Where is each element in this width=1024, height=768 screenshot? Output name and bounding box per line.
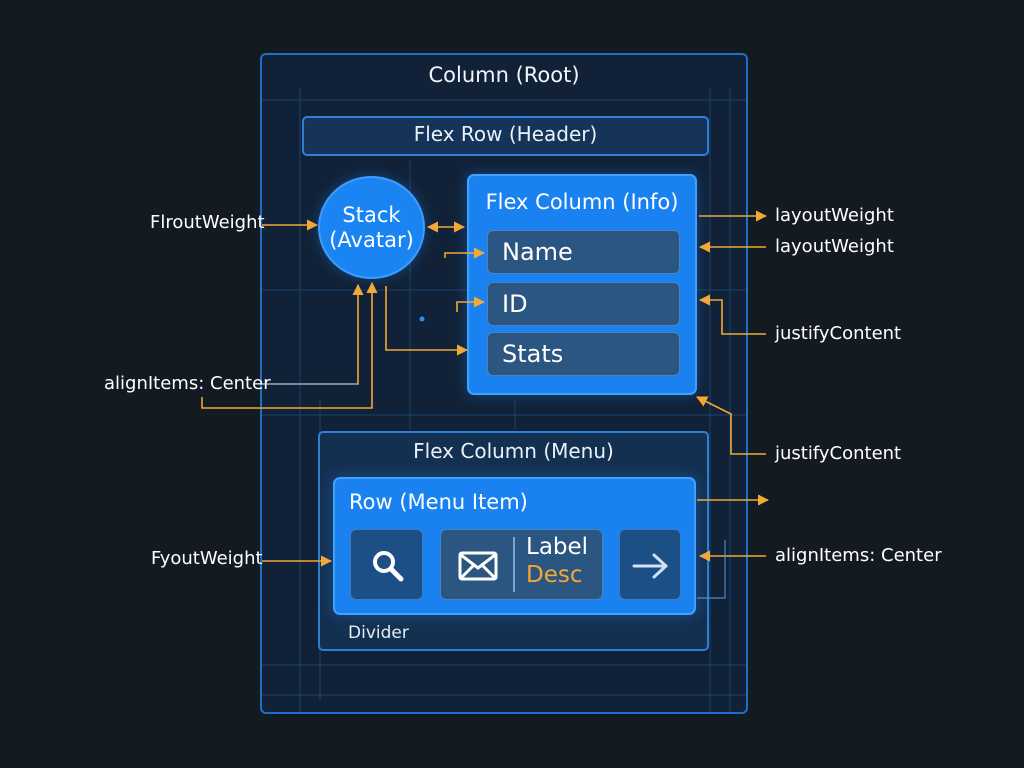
stats-field[interactable]: Stats	[487, 332, 680, 376]
divider-label: Divider	[348, 623, 409, 643]
menu-item-title: Row (Menu Item)	[349, 490, 528, 514]
mail-icon	[458, 551, 498, 581]
chevron-button[interactable]	[619, 529, 681, 600]
avatar-stack[interactable]: Stack (Avatar)	[318, 176, 425, 279]
header-row-box[interactable]	[302, 116, 709, 156]
annotation-right-4: justifyContent	[775, 443, 902, 464]
annotation-right-3: justifyContent	[775, 323, 902, 344]
search-icon	[373, 551, 404, 582]
info-title: Flex Column (Info)	[485, 190, 679, 214]
annotation-left-3: FyoutWeight	[151, 548, 263, 569]
header-title: Flex Row (Header)	[413, 122, 598, 146]
item-description: Desc	[526, 562, 583, 588]
avatar-label-line1: Stack	[342, 202, 401, 227]
item-label: Label	[526, 534, 589, 560]
arrow-right-icon	[632, 553, 668, 579]
annotation-left-1: FlroutWeight	[150, 212, 265, 233]
avatar-label-line2: (Avatar)	[329, 227, 414, 252]
name-field[interactable]: Name	[487, 230, 680, 274]
id-field[interactable]: ID	[487, 282, 680, 326]
item-text-divider	[513, 537, 515, 592]
root-title: Column (Root)	[428, 63, 580, 87]
menu-title: Flex Column (Menu)	[413, 439, 614, 463]
mail-item-button[interactable]	[440, 529, 603, 600]
search-button[interactable]	[350, 529, 423, 600]
annotation-left-2: alignItems: Center	[104, 373, 271, 394]
annotation-right-1: layoutWeight	[775, 205, 894, 226]
annotation-right-2: layoutWeight	[775, 236, 894, 257]
annotation-right-5: alignItems: Center	[775, 545, 942, 566]
